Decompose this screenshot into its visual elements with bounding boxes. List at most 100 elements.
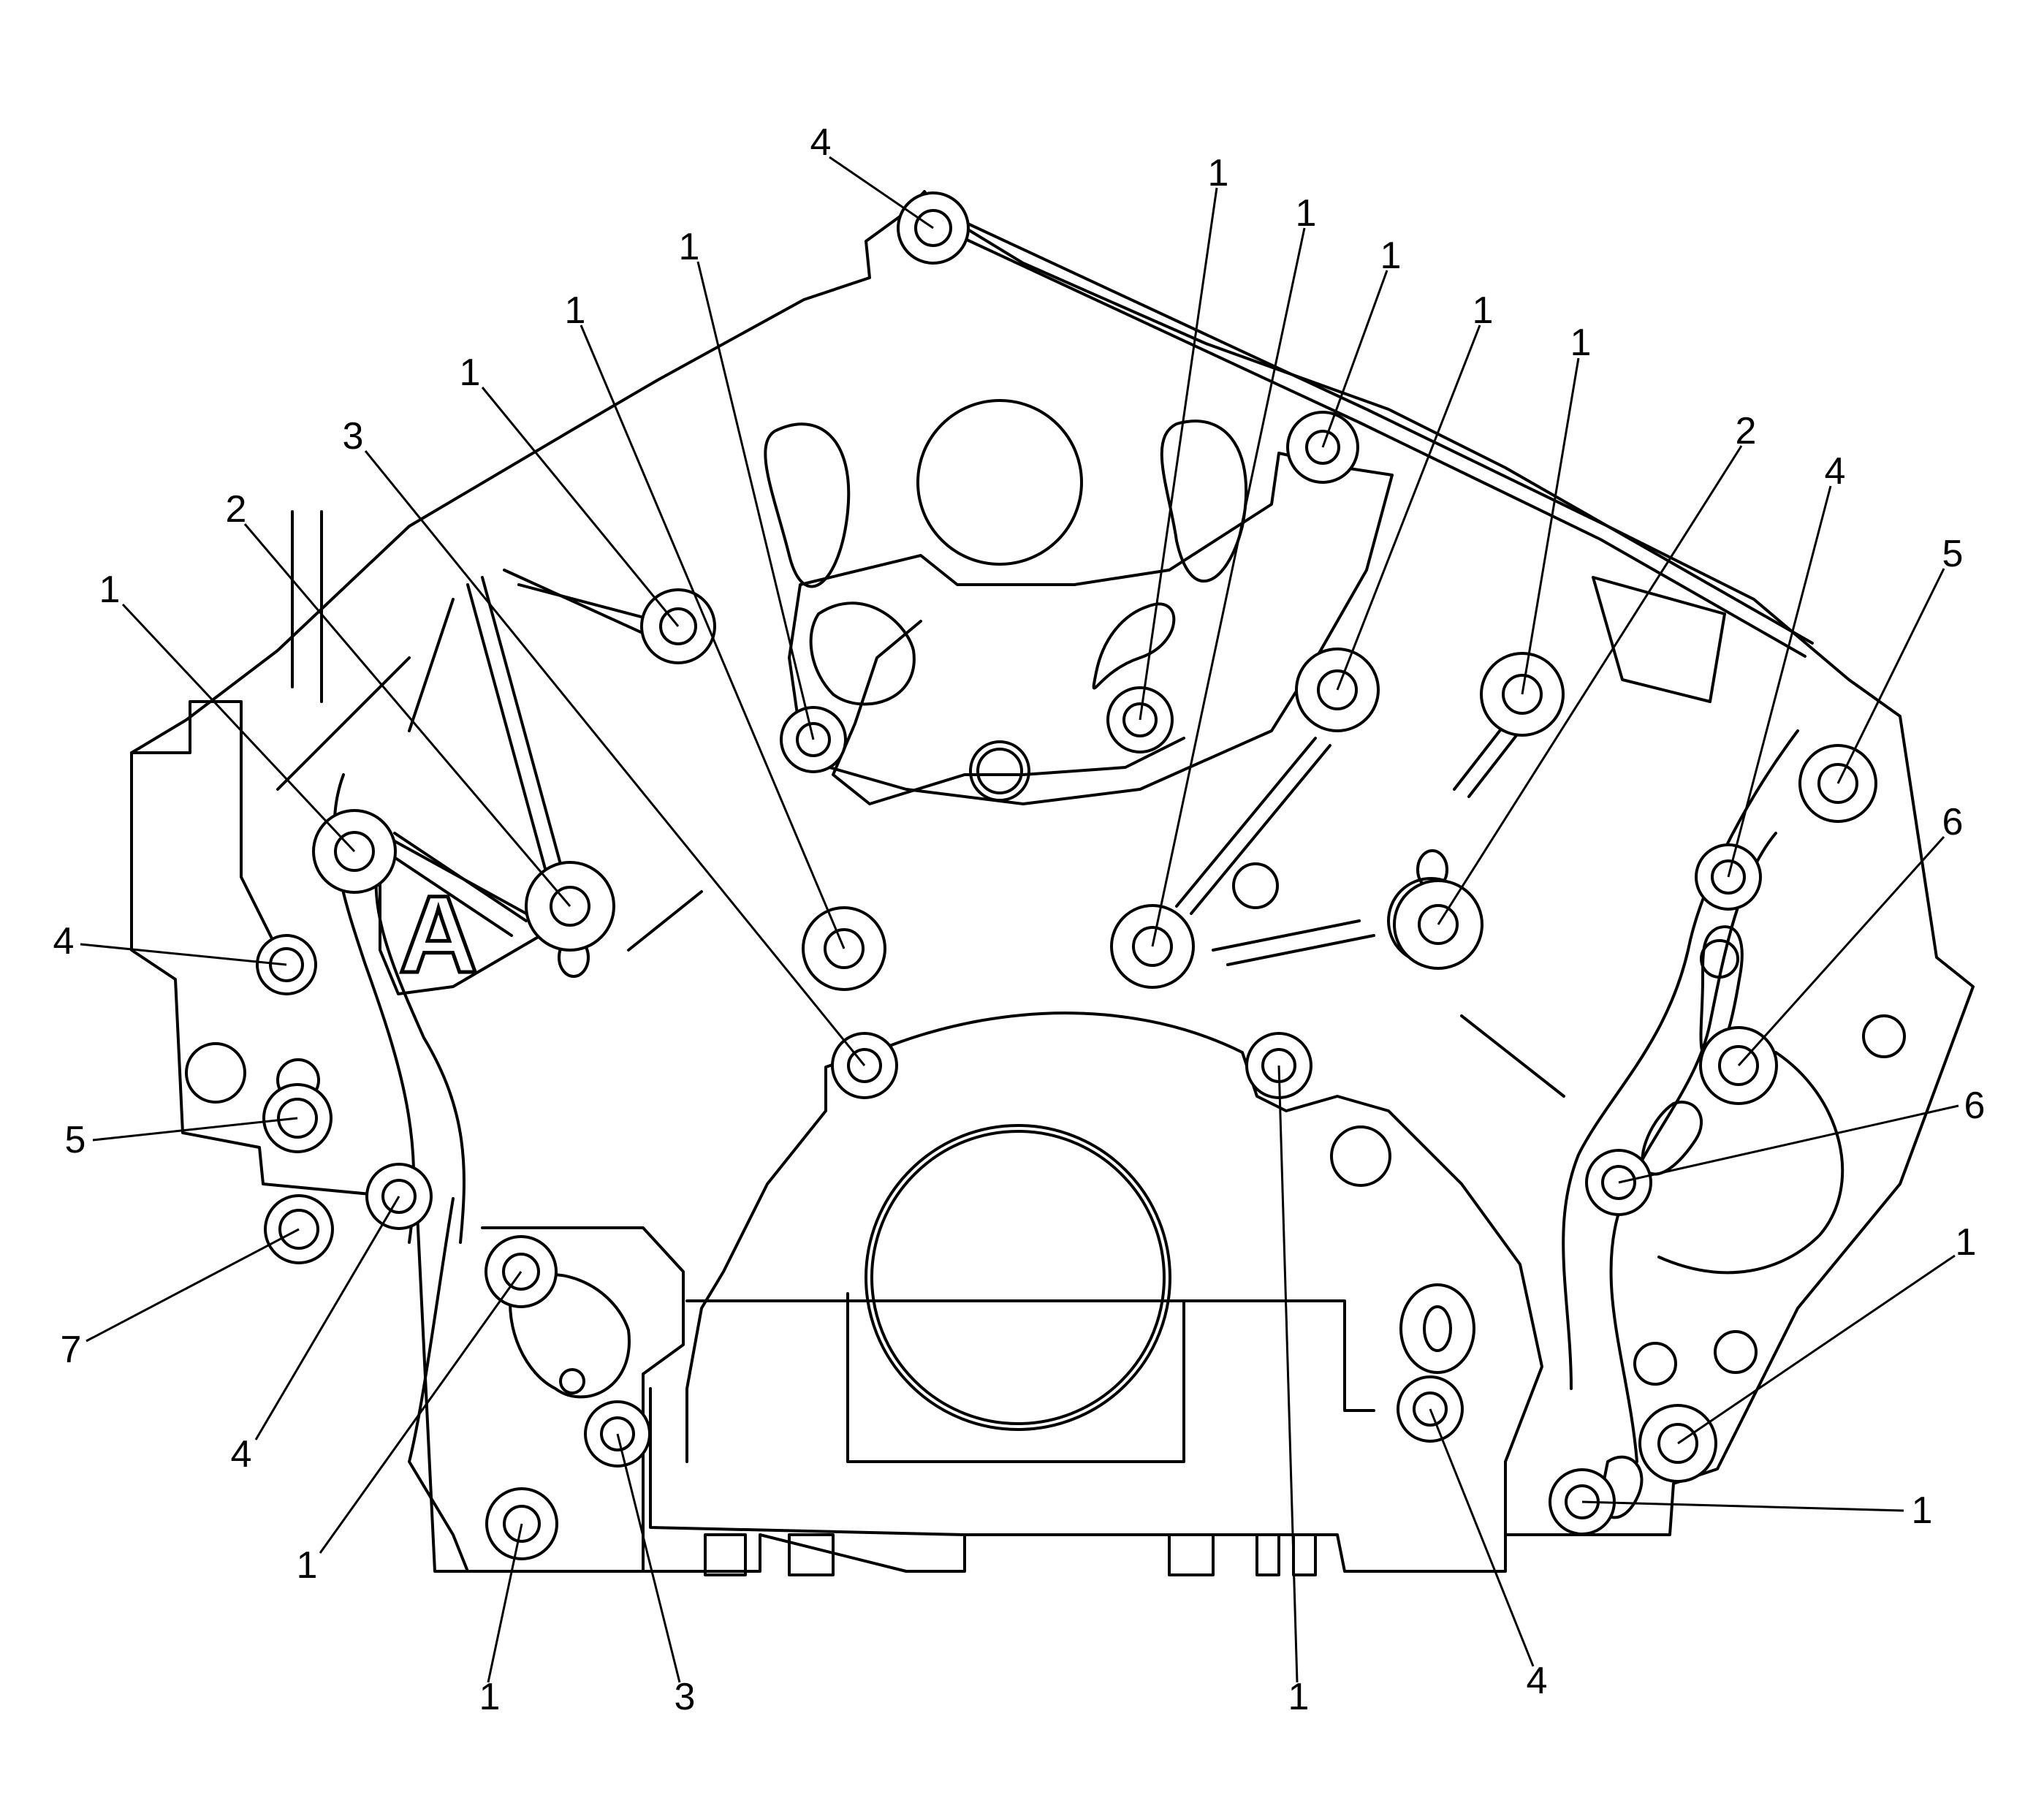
leader-line-22 [487, 1523, 523, 1683]
leader-line-10 [1437, 445, 1743, 925]
left-cover-small-hole [559, 1368, 585, 1394]
callout-label-c25: 4 [1527, 1660, 1548, 1702]
left-rib-5 [408, 598, 455, 732]
left-boss-2 [185, 1042, 246, 1104]
right-head-block [1592, 576, 1726, 703]
leader-line-01 [829, 156, 934, 229]
callout-label-c23: 3 [675, 1676, 696, 1718]
leader-line-12 [243, 523, 571, 907]
leader-line-18 [86, 1228, 300, 1343]
callout-label-c20: 1 [99, 569, 121, 611]
front-cover-lip [832, 620, 1185, 805]
leader-line-16 [80, 943, 287, 966]
callout-label-c02: 1 [1208, 152, 1229, 194]
lower-cam-seal-inner [976, 748, 1023, 794]
upper-plate [788, 452, 1394, 805]
left-cover-plate [481, 1226, 685, 1573]
leader-line-25 [1429, 1408, 1535, 1667]
callout-label-c17: 5 [65, 1119, 86, 1161]
leader-line-19 [254, 1196, 400, 1440]
oil-gallery-plug-inner [1423, 1305, 1452, 1352]
leader-line-07 [580, 324, 846, 949]
right-rib-1 [1175, 737, 1317, 908]
timing-cover-outline-left [685, 1044, 893, 1463]
leader-line-02 [1139, 187, 1218, 721]
crank-seal-recess [846, 1292, 1185, 1463]
callout-label-c12: 2 [226, 488, 247, 531]
oil-gallery-plug [1399, 1283, 1475, 1374]
callout-label-c06: 1 [1473, 289, 1494, 332]
crankshaft-bore-inner [870, 1130, 1166, 1425]
callout-label-c16: 4 [53, 920, 75, 963]
pan-bolt-2 [788, 1533, 835, 1576]
leader-line-04 [1321, 270, 1388, 448]
left-rib-7 [379, 846, 513, 937]
leader-line-14 [1836, 568, 1945, 784]
engine-block-outline [130, 190, 1975, 1576]
callout-label-c21: 1 [297, 1544, 318, 1587]
timing-cover-outline [890, 1011, 1543, 1536]
callout-label-c09: 3 [343, 415, 364, 458]
callout-label-c13: 4 [1825, 450, 1846, 493]
leader-line-17 [92, 1117, 298, 1142]
callout-label-c07: 1 [565, 289, 586, 332]
callout-label-c10: 2 [1736, 410, 1757, 452]
callout-label-c01: 4 [810, 121, 832, 164]
left-sump-wall [408, 1197, 469, 1573]
leader-line-08 [1521, 357, 1580, 695]
right-rib-4 [1467, 729, 1521, 798]
pan-bolt-1 [704, 1533, 747, 1576]
callout-label-c03: 1 [1296, 192, 1317, 235]
callout-label-c04: 1 [1380, 235, 1402, 277]
leader-line-11 [481, 387, 680, 627]
right-rib-6 [1226, 934, 1375, 966]
right-aux-hole [1232, 862, 1279, 909]
left-cover-plate-inner [509, 1272, 631, 1399]
upper-oval-left [764, 422, 851, 588]
leader-line-28 [1581, 1500, 1904, 1512]
pan-bolt-4 [1255, 1533, 1280, 1576]
callout-label-c19: 4 [231, 1433, 252, 1476]
leader-line-15 [1737, 835, 1945, 1067]
leader-line-09 [364, 450, 866, 1066]
right-rib-5 [1212, 919, 1361, 952]
leader-line-05 [696, 261, 815, 740]
upper-lobe-right [1092, 602, 1176, 690]
right-rib-2 [1190, 744, 1331, 915]
right-slot-2 [1641, 1101, 1703, 1176]
leader-line-21 [319, 1271, 523, 1554]
pan-bolt-3 [1168, 1533, 1215, 1576]
right-flange-inner [1609, 832, 1777, 1463]
leader-line-06 [1336, 324, 1481, 691]
lower-cam-seal [969, 740, 1030, 802]
leader-line-13 [1727, 485, 1832, 878]
callout-label-c18: 7 [61, 1329, 82, 1371]
pan-bolt-5 [1292, 1533, 1317, 1576]
callout-label-c08: 1 [1570, 322, 1592, 364]
callout-label-c27: 1 [1956, 1221, 1977, 1264]
right-mid-hole [1700, 939, 1739, 979]
right-plate-boss-2 [1714, 1330, 1758, 1374]
top-deck-edge-inner [934, 224, 1806, 658]
callout-label-c14: 5 [1942, 533, 1964, 575]
right-rear-boss [1862, 1014, 1906, 1058]
leader-line-24 [1277, 1065, 1299, 1683]
embossed-letter: A [399, 873, 478, 995]
crankshaft-bore [865, 1124, 1171, 1431]
left-rib-2 [481, 576, 571, 900]
upper-lobe-left [809, 601, 916, 706]
right-rib-7 [1460, 1014, 1565, 1098]
right-timing-cover [1657, 1051, 1844, 1275]
callout-label-c22: 1 [479, 1676, 501, 1718]
upper-oval-right [1160, 419, 1248, 583]
callout-label-c24: 1 [1288, 1676, 1310, 1718]
callout-label-c05: 1 [679, 226, 700, 268]
leader-line-27 [1677, 1254, 1956, 1445]
leader-line-26 [1618, 1104, 1959, 1184]
left-rib-4 [517, 583, 659, 623]
callout-label-c26: 6 [1964, 1085, 1986, 1127]
oil-pan-rail [685, 1299, 1375, 1412]
leader-line-23 [616, 1433, 681, 1683]
camshaft-bore [916, 399, 1083, 566]
